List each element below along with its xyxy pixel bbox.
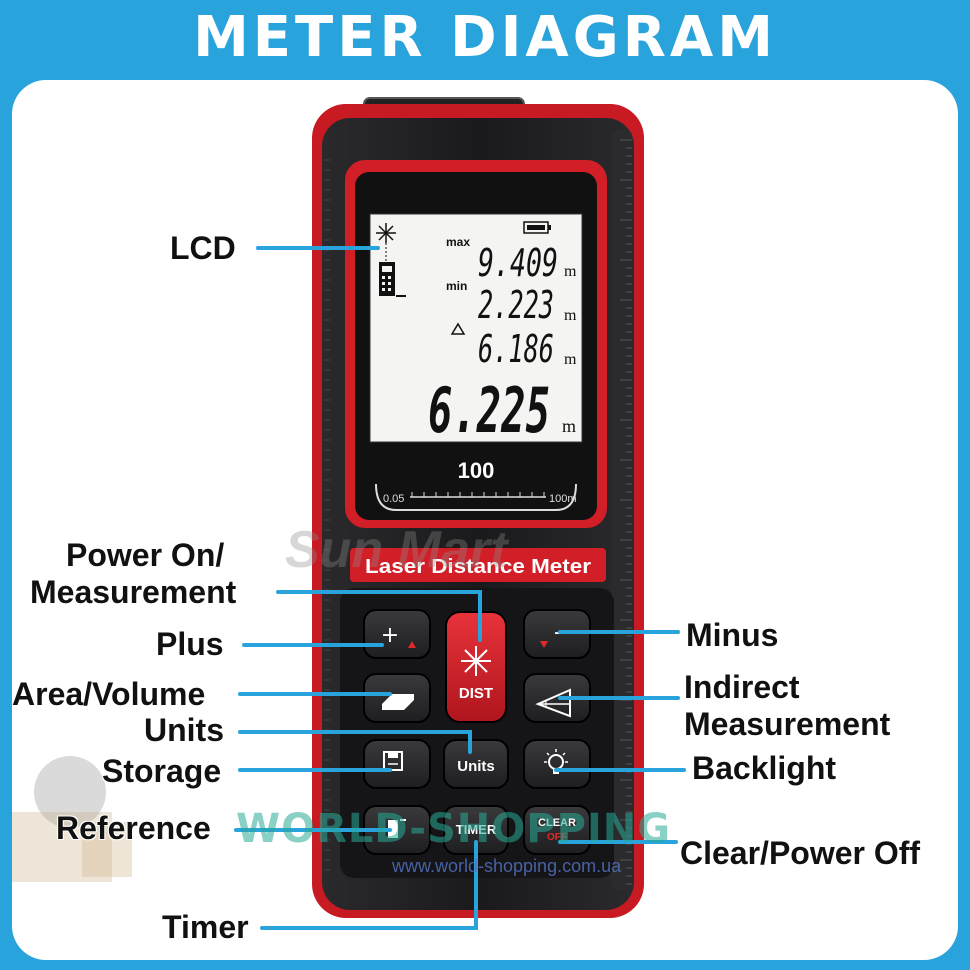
- lcd-max-label: max: [446, 235, 470, 249]
- callout-lines: [234, 246, 686, 930]
- reference-icon: [388, 820, 398, 838]
- laser-icon: [376, 223, 396, 243]
- units-button[interactable]: Units: [443, 739, 509, 789]
- lcd-unit: m: [564, 263, 577, 280]
- lcd-unit: m: [564, 351, 577, 368]
- label-minus: Minus: [686, 617, 779, 653]
- svg-text:+: +: [381, 623, 399, 648]
- backlight-button[interactable]: [523, 739, 591, 789]
- lcd-min-value: 2.223: [478, 283, 554, 327]
- callout-line-power: [276, 590, 482, 642]
- label-plus: Plus: [156, 626, 224, 662]
- lcd-delta-value: 6.186: [478, 327, 554, 371]
- lcd-screen: [369, 213, 583, 443]
- label-lcd: LCD: [170, 230, 236, 266]
- lcd-unit: m: [562, 416, 576, 436]
- lcd-min-label: min: [446, 279, 467, 293]
- area-volume-button[interactable]: [363, 673, 431, 723]
- range-max-label: 100m: [549, 493, 577, 505]
- clear-off-button[interactable]: CLEAR OFF: [523, 805, 591, 855]
- triangle-measure-icon: [535, 688, 571, 718]
- lcd-max-value: 9.409: [478, 241, 558, 285]
- dist-button[interactable]: DIST: [445, 611, 507, 723]
- range-min-label: 0.05: [383, 493, 404, 505]
- laser-burst-icon: [461, 646, 491, 676]
- label-power-on-2: Measurement: [30, 574, 237, 610]
- svg-text:Units: Units: [457, 758, 495, 775]
- name-plate-text: Laser Distance Meter: [365, 556, 591, 578]
- storage-button[interactable]: [363, 739, 431, 789]
- name-plate: [350, 548, 606, 582]
- label-indirect-2: Measurement: [684, 706, 891, 742]
- svg-text:TIMER: TIMER: [456, 822, 497, 837]
- world-shopping-url: www.world-shopping.com.ua: [392, 856, 622, 876]
- label-power-on-1: Power On/: [66, 537, 225, 573]
- svg-text:DIST: DIST: [459, 685, 493, 702]
- area-volume-icon: [382, 694, 414, 710]
- plus-button[interactable]: +: [363, 609, 431, 659]
- svg-text:CLEAR: CLEAR: [538, 817, 576, 829]
- callout-line-timer: [260, 840, 478, 930]
- label-units: Units: [144, 712, 224, 748]
- label-backlight: Backlight: [692, 750, 837, 786]
- diagram-title: METER DIAGRAM: [193, 5, 777, 70]
- svg-text:OFF: OFF: [547, 832, 567, 843]
- range-badge: 100: [458, 458, 495, 483]
- world-shopping-text: WORLD-SHOPPING: [236, 806, 672, 852]
- label-reference: Reference: [56, 810, 211, 846]
- label-clear-power-off: Clear/Power Off: [680, 835, 921, 871]
- label-storage: Storage: [102, 753, 222, 789]
- delta-icon: [450, 322, 466, 335]
- label-timer: Timer: [162, 909, 249, 945]
- lcd-main-value: 6.225: [428, 374, 550, 447]
- label-indirect-1: Indirect: [684, 669, 800, 705]
- callout-line-units: [238, 730, 472, 754]
- sun-mart-watermark: Sun Mart: [285, 521, 508, 579]
- lcd-unit: m: [564, 307, 577, 324]
- label-area-volume: Area/Volume: [12, 676, 206, 712]
